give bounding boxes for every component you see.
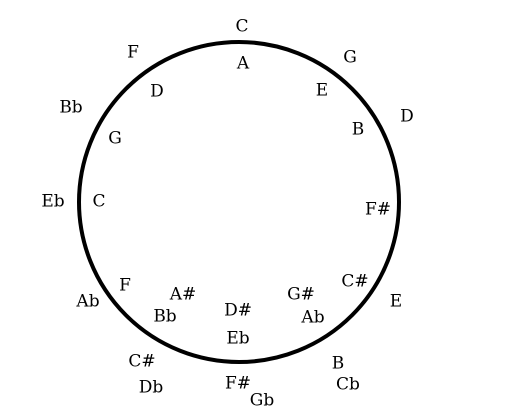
outer-label-db: Db [138, 377, 164, 398]
outer-label-bb: Bb [59, 97, 83, 118]
inner-label-c-sharp: C# [341, 271, 369, 292]
outer-label-cb: Cb [336, 374, 360, 395]
outer-label-eb: Eb [41, 191, 65, 212]
inner-label-bb: Bb [153, 306, 177, 327]
inner-label-b: B [351, 119, 365, 140]
outer-label-f: F [127, 42, 139, 63]
outer-label-ab: Ab [76, 291, 100, 312]
inner-label-eb: Eb [226, 328, 250, 349]
inner-label-ab: Ab [301, 307, 325, 328]
outer-label-g: G [343, 47, 357, 68]
inner-label-d: D [150, 81, 164, 102]
circle-of-fifths-ring [77, 40, 401, 364]
inner-label-a-sharp: A# [169, 284, 197, 305]
inner-label-a: A [236, 53, 250, 74]
inner-label-g: G [108, 128, 122, 149]
outer-label-gb: Gb [249, 390, 275, 411]
inner-label-e: E [315, 80, 329, 101]
outer-label-c-sharp: C# [128, 351, 156, 372]
outer-label-c: C [235, 16, 249, 37]
outer-label-f-sharp: F# [224, 373, 252, 394]
inner-label-g-sharp: G# [287, 284, 315, 305]
outer-label-b: B [331, 353, 345, 374]
inner-label-f: F [119, 275, 131, 296]
outer-label-e: E [389, 291, 403, 312]
inner-label-d-sharp: D# [224, 300, 252, 321]
inner-label-c: C [92, 191, 106, 212]
outer-label-d: D [400, 106, 414, 127]
ring-label-f-sharp: F# [364, 199, 392, 220]
